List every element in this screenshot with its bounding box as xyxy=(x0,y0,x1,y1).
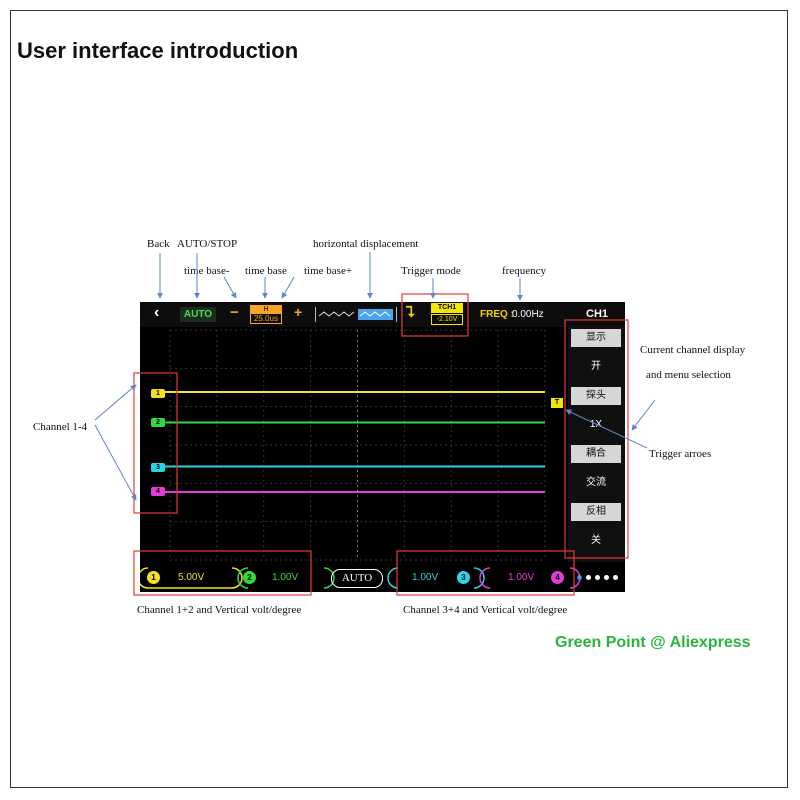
menu-probe-label: 探头 xyxy=(571,387,621,405)
menu-invert-value[interactable]: 关 xyxy=(591,535,601,546)
chevron-left-icon: ‹ xyxy=(154,304,160,321)
page-dot[interactable] xyxy=(586,575,591,580)
page-dot[interactable] xyxy=(595,575,600,580)
trigger-edge-icon[interactable]: ⮧ xyxy=(406,304,415,321)
auto-set-button[interactable]: AUTO xyxy=(331,569,383,588)
channel-marker-1[interactable]: 1 xyxy=(151,389,165,398)
channel-2-volts[interactable]: 1.00V xyxy=(272,572,299,583)
annotation-back: Back xyxy=(147,238,170,250)
channel-3-badge[interactable]: 3 xyxy=(457,571,470,584)
horizontal-displacement-wave-icon xyxy=(318,309,393,320)
menu-coupling-value[interactable]: 交流 xyxy=(586,477,606,488)
channel-4-volts[interactable]: 1.00V xyxy=(508,572,535,583)
annotation-frequency: frequency xyxy=(502,265,546,277)
channel-marker-2[interactable]: 2 xyxy=(151,418,165,427)
top-toolbar: ‹ AUTO − H 25.0us + ⮧ TCH1 -2.10V FREQ :… xyxy=(140,302,625,327)
channel-1-volts[interactable]: 5.00V xyxy=(178,572,205,583)
trigger-level-marker[interactable]: T xyxy=(551,398,563,408)
annotation-trigger-arrows: Trigger arroes xyxy=(649,448,712,460)
annotation-menu-selection: and menu selection xyxy=(646,369,731,381)
annotation-channel-1-4: Channel 1-4 xyxy=(33,421,88,433)
horizontal-displacement-control[interactable] xyxy=(315,307,397,322)
trigger-level: -2.10V xyxy=(431,314,463,325)
annotation-time-base-minus: time base- xyxy=(184,265,230,277)
channel-marker-3[interactable]: 3 xyxy=(151,463,165,472)
page-dot[interactable] xyxy=(577,575,582,580)
page-dot[interactable] xyxy=(604,575,609,580)
freq-label: FREQ : xyxy=(480,309,514,320)
menu-coupling-label: 耦合 xyxy=(571,445,621,463)
auto-stop-button[interactable]: AUTO xyxy=(180,307,216,322)
annotation-current-channel: Current channel display xyxy=(640,344,746,356)
channel-menu: 显示 开 探头 1X 耦合 交流 反相 关 xyxy=(568,327,625,562)
freq-value: 0.00Hz xyxy=(512,309,544,320)
back-button[interactable]: ‹ xyxy=(154,304,159,322)
annotation-channel-34: Channel 3+4 and Vertical volt/degree xyxy=(403,604,568,616)
annotation-trigger-mode: Trigger mode xyxy=(401,265,461,277)
page-dot[interactable] xyxy=(613,575,618,580)
menu-probe-value[interactable]: 1X xyxy=(589,419,603,430)
trigger-status[interactable]: TCH1 -2.10V xyxy=(431,303,463,325)
oscilloscope-screen: ‹ AUTO − H 25.0us + ⮧ TCH1 -2.10V FREQ :… xyxy=(140,302,625,592)
channel-2-badge[interactable]: 2 xyxy=(243,571,256,584)
image-frame xyxy=(10,10,788,788)
time-base-value: 25.0us xyxy=(253,314,279,323)
annotation-auto-stop: AUTO/STOP xyxy=(177,238,238,250)
trigger-source: TCH1 xyxy=(431,303,463,313)
time-base-plus-button[interactable]: + xyxy=(294,304,303,320)
grid-lines xyxy=(169,329,546,561)
time-base-minus-button[interactable]: − xyxy=(230,304,239,321)
menu-invert-label: 反相 xyxy=(571,503,621,521)
bottom-channel-bar: 1 5.00V 2 1.00V AUTO 1.00V 3 1.00V 4 xyxy=(140,564,625,592)
page-title: User interface introduction xyxy=(17,38,299,63)
channel-3-volts[interactable]: 1.00V xyxy=(412,572,439,583)
channel-1-badge[interactable]: 1 xyxy=(147,571,160,584)
annotation-horizontal-displacement: horizontal displacement xyxy=(313,238,419,250)
channel-marker-4[interactable]: 4 xyxy=(151,487,165,496)
annotation-time-base: time base xyxy=(245,265,287,277)
menu-display-label: 显示 xyxy=(571,329,621,347)
watermark-text: Green Point @ Aliexpress xyxy=(555,634,751,651)
time-base-display[interactable]: H 25.0us xyxy=(250,305,282,324)
annotation-time-base-plus: time base+ xyxy=(304,265,353,277)
time-base-label: H xyxy=(251,306,281,314)
annotation-channel-12: Channel 1+2 and Vertical volt/degree xyxy=(137,604,302,616)
menu-display-value[interactable]: 开 xyxy=(591,361,601,372)
current-channel-title: CH1 xyxy=(586,308,609,320)
waveform-traces xyxy=(165,391,545,493)
channel-4-badge[interactable]: 4 xyxy=(551,571,564,584)
waveform-area xyxy=(165,329,546,561)
